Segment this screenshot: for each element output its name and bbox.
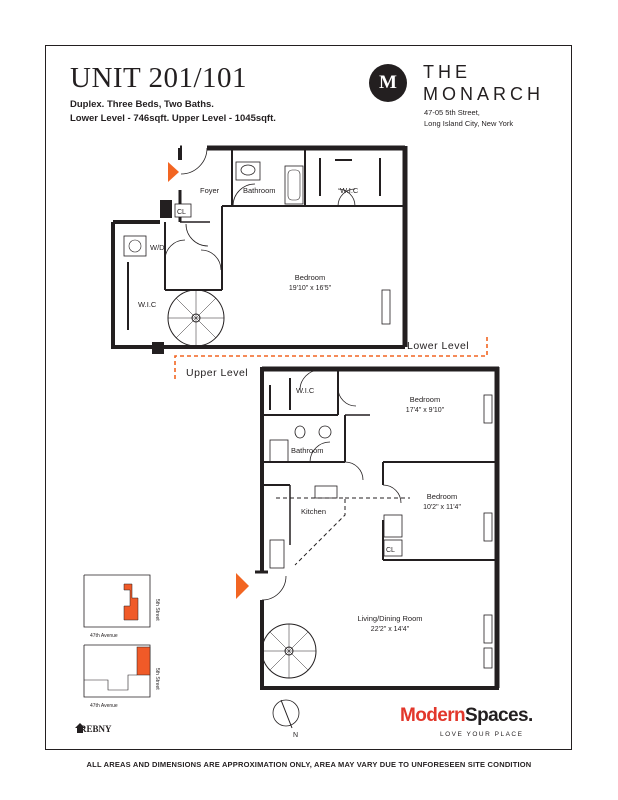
brand-tagline: LOVE YOUR PLACE	[440, 731, 524, 738]
room-bedroom-lower: Bedroom	[295, 273, 325, 282]
rebny-logo: REBNY	[80, 724, 112, 734]
upper-level-label: Upper Level	[186, 367, 248, 379]
entry-arrow-upper	[236, 573, 249, 599]
compass: N	[272, 699, 300, 739]
room-bedroom-upper-2: Bedroom	[427, 492, 457, 501]
room-cl-lower: CL	[177, 209, 186, 216]
unit-title: UNIT 201/101	[70, 62, 248, 94]
room-wic-lower-top: W.I.C	[340, 186, 359, 195]
room-bathroom-lower: Bathroom	[243, 186, 276, 195]
compass-n-label: N	[293, 732, 298, 739]
room-wic-upper: W.I.C	[296, 386, 315, 395]
key-plan-2-street: 5th Street	[154, 668, 160, 690]
room-wd: W/D	[150, 243, 165, 252]
room-bathroom-upper: Bathroom	[291, 446, 324, 455]
key-plan-1: 47th Avenue 5th Street	[83, 574, 160, 639]
room-kitchen: Kitchen	[301, 507, 326, 516]
modernspaces-logo: ModernSpaces.	[400, 705, 533, 727]
room-wic-lower-left: W.I.C	[138, 300, 157, 309]
address-line2: Long Island City, New York	[424, 119, 514, 128]
room-cl-upper: CL	[386, 547, 395, 554]
level-divider	[174, 336, 488, 379]
building-name-line1: THE	[423, 62, 471, 82]
disclaimer: ALL AREAS AND DIMENSIONS ARE APPROXIMATI…	[86, 760, 532, 769]
key-plan-2: 47th Avenue 5th Street	[83, 644, 160, 709]
room-living-dim: 22'2" x 14'4"	[371, 626, 410, 633]
lower-level-label: Lower Level	[407, 340, 469, 352]
column	[160, 200, 172, 218]
unit-areas: Lower Level - 746sqft. Upper Level - 104…	[70, 113, 276, 124]
address-line1: 47-05 5th Street,	[424, 108, 480, 117]
key-plan-1-avenue: 47th Avenue	[90, 633, 118, 639]
logo-letter: M	[379, 72, 397, 93]
brand-part2: Spaces.	[465, 705, 533, 726]
room-bedroom-lower-dim: 19'10" x 16'5"	[289, 285, 332, 292]
unit-summary: Duplex. Three Beds, Two Baths.	[70, 99, 214, 110]
monarch-logo: M	[369, 64, 407, 102]
entry-arrow-lower	[168, 162, 179, 182]
building-name-line2: MONARCH	[423, 84, 544, 104]
room-bedroom-upper-1-dim: 17'4" x 9'10"	[406, 407, 445, 414]
room-foyer: Foyer	[200, 186, 220, 195]
brand-part1: Modern	[400, 705, 466, 726]
room-living: Living/Dining Room	[357, 614, 422, 623]
page-frame	[45, 45, 572, 750]
house-icon	[75, 723, 85, 733]
key-plan-2-avenue: 47th Avenue	[90, 703, 118, 709]
column	[152, 342, 164, 354]
room-bedroom-upper-2-dim: 10'2" x 11'4"	[423, 504, 461, 511]
key-plan-1-street: 5th Street	[154, 599, 160, 621]
room-bedroom-upper-1: Bedroom	[410, 395, 440, 404]
